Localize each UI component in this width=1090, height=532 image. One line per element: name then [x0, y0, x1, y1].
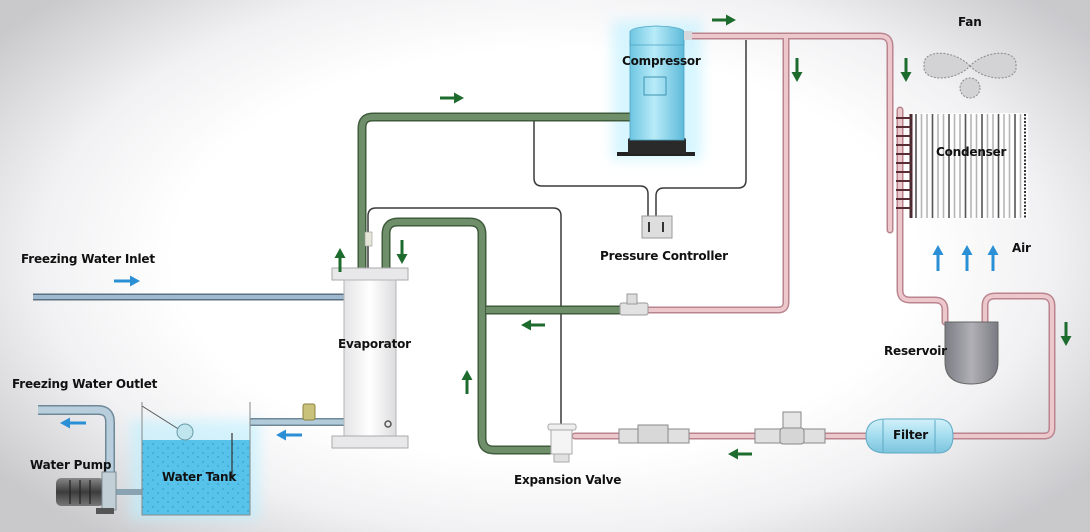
- high-pressure-pipes: [571, 32, 1056, 440]
- refrigerant-flow-arrow-down-icon: [1060, 322, 1072, 346]
- low-pressure-pipes: [357, 112, 630, 455]
- water-pump-label: Water Pump: [30, 458, 112, 472]
- pressure-controller-label: Pressure Controller: [600, 249, 728, 263]
- water-pipes: [33, 293, 345, 495]
- expansion-valve-label: Expansion Valve: [514, 473, 622, 487]
- water-tank-body: [141, 402, 251, 516]
- freezing-water-inlet-label: Freezing Water Inlet: [21, 252, 155, 266]
- refrigerant-flow-arrow-left-icon: [728, 448, 752, 460]
- filter-body: [865, 418, 954, 454]
- evaporator-label: Evaporator: [338, 337, 411, 351]
- water-flow-arrow-up-icon: [961, 245, 973, 271]
- water-flow-arrow-up-icon: [987, 245, 999, 271]
- refrigerant-flow-arrow-down-icon: [791, 58, 803, 82]
- control-wires: [367, 40, 747, 428]
- pressure-controller: [641, 215, 673, 239]
- water-pump-body: [56, 471, 117, 514]
- fan-body: [923, 52, 1017, 99]
- water-flow-arrow-up-icon: [932, 245, 944, 271]
- condenser-label: Condenser: [936, 145, 1007, 159]
- condenser-body: [896, 113, 1028, 219]
- fan-label: Fan: [958, 15, 982, 29]
- compressor-label: Compressor: [622, 54, 701, 68]
- wire-bulb-to-valve: [367, 207, 562, 428]
- water-flow-arrow-left-icon: [276, 429, 302, 441]
- refrigerant-flow-arrow-up-icon: [461, 370, 473, 394]
- flow-arrows: [60, 14, 1072, 460]
- refrigerant-flow-arrow-down-icon: [396, 240, 408, 264]
- compressor: [617, 25, 695, 156]
- air-label: Air: [1012, 241, 1031, 255]
- refrigerant-flow-arrow-left-icon: [521, 319, 545, 331]
- evaporator: [331, 231, 409, 449]
- refrigerant-flow-arrow-down-icon: [900, 58, 912, 82]
- refrigerant-flow-arrow-up-icon: [334, 248, 346, 272]
- refrigerant-flow-arrow-right-icon: [712, 14, 736, 26]
- water-tank-label: Water Tank: [162, 470, 237, 484]
- water-flow-arrow-right-icon: [114, 275, 140, 287]
- expansion-valve-body: [547, 423, 577, 463]
- wire-compressor-to-controller: [533, 117, 649, 218]
- refrigerant-flow-arrow-right-icon: [440, 92, 464, 104]
- freezing-water-outlet-label: Freezing Water Outlet: [12, 377, 158, 391]
- reservoir-body: [944, 321, 999, 385]
- water-flow-arrow-left-icon: [60, 417, 86, 429]
- reservoir-label: Reservoir: [884, 344, 947, 358]
- pipe-fittings: [302, 293, 826, 445]
- wire-highside-to-controller: [655, 40, 747, 218]
- filter-label: Filter: [893, 428, 929, 442]
